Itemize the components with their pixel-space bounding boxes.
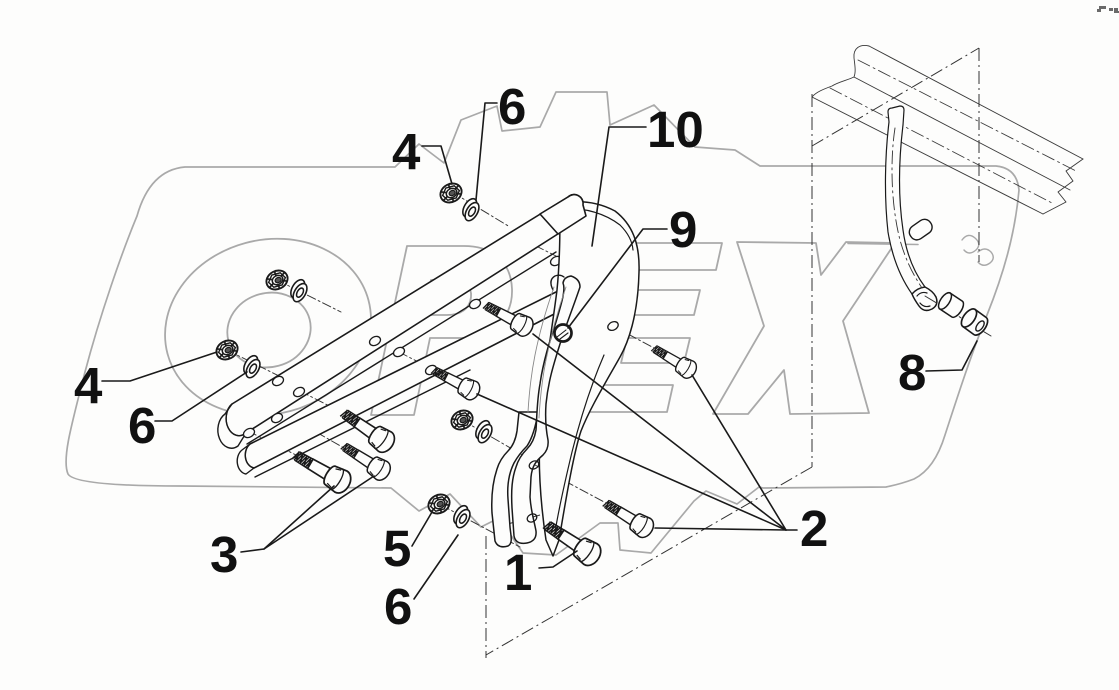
svg-text:2: 2 xyxy=(800,500,828,557)
svg-text:4: 4 xyxy=(392,123,421,180)
svg-text:10: 10 xyxy=(647,101,704,158)
svg-text:1: 1 xyxy=(504,544,532,601)
svg-text:8: 8 xyxy=(898,344,926,401)
svg-text:3: 3 xyxy=(210,526,238,583)
svg-text:4: 4 xyxy=(74,357,103,414)
svg-text:6: 6 xyxy=(128,397,156,454)
svg-text:5: 5 xyxy=(383,520,411,577)
svg-text:9: 9 xyxy=(669,201,697,258)
svg-text:6: 6 xyxy=(498,78,526,135)
svg-text:6: 6 xyxy=(384,578,412,635)
